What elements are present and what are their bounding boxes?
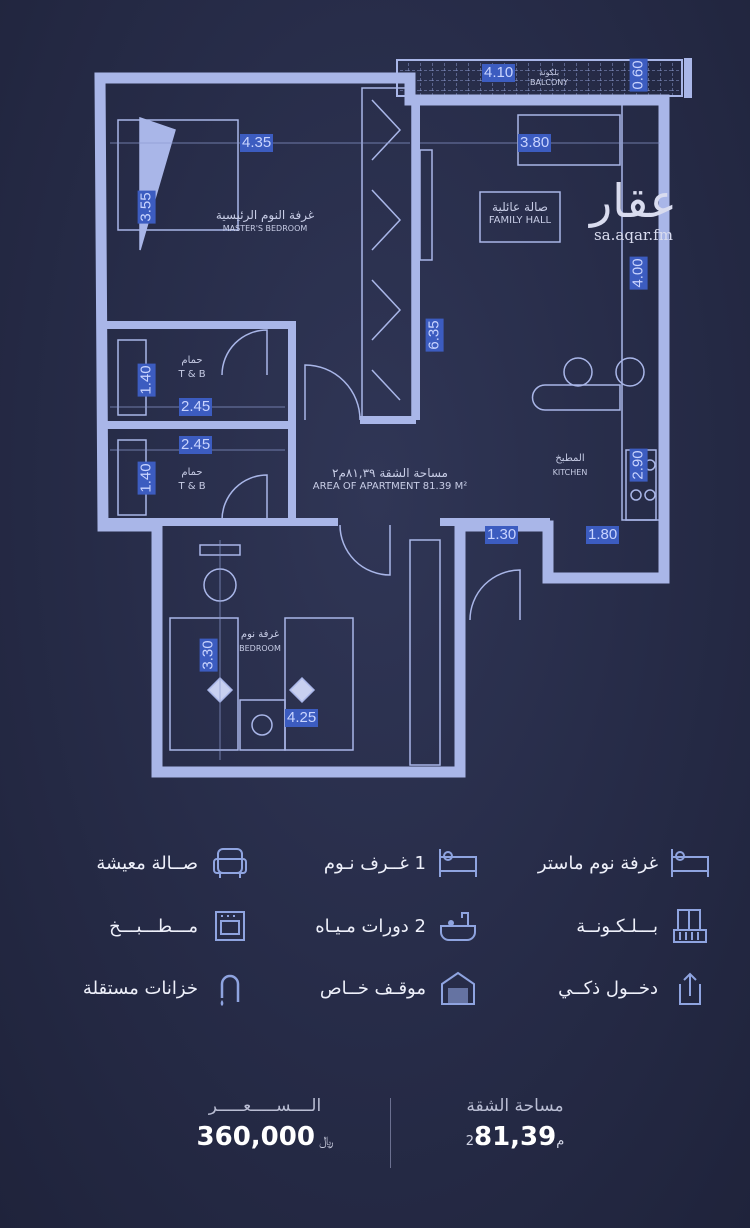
feature-label: 2 دورات مـيـاه	[315, 915, 426, 937]
room-label-ar: مساحة الشقة ٨١,٣٩م٢	[332, 466, 448, 480]
feature-label: صــالة معيشة	[96, 852, 198, 874]
room-label-en: KITCHEN	[552, 468, 588, 477]
price-label: الــــســـــعـــــر	[208, 1096, 322, 1116]
dimension-label: 6.35	[425, 318, 444, 352]
feature-label: موقـف خــاص	[319, 977, 426, 999]
feature-item: صــالة معيشة	[40, 845, 250, 881]
divider	[390, 1098, 391, 1168]
feature-label: غرفة نوم ماستر	[537, 852, 658, 874]
room-label-ar: المطبخ	[555, 453, 585, 464]
dimension-label: 2.45	[179, 398, 213, 416]
dimension-label: 1.30	[485, 526, 519, 544]
feature-label: دخــول ذكــي	[558, 977, 658, 999]
room-label-ar: غرفة النوم الرئيسية	[215, 208, 315, 222]
logo-domain: sa.aqar.fm	[593, 226, 673, 244]
room-label-en: T & B	[178, 481, 206, 492]
room-label-master-bedroom: غرفة النوم الرئيسية MASTER'S BEDROOM	[205, 208, 325, 236]
dimension-label: 3.30	[199, 638, 218, 672]
logo-arabic: عقار	[590, 174, 677, 228]
area-summary: مساحة الشقة م281,39	[405, 1096, 625, 1152]
bed-icon	[671, 849, 709, 877]
room-label-ar: بلكونة	[539, 68, 560, 77]
garage-icon	[441, 971, 475, 1005]
area-unit: م2	[465, 1134, 565, 1149]
smart-entry-icon	[679, 972, 701, 1005]
dimension-label: 3.55	[137, 190, 156, 224]
oven-icon	[215, 911, 245, 941]
room-label-bathroom-2: حمام T & B	[172, 466, 212, 494]
feature-label: مـــطـــبـــخ	[109, 915, 198, 937]
feature-item: موقـف خــاص	[268, 970, 478, 1006]
room-label-en: BEDROOM	[239, 644, 281, 653]
dimension-label: 4.35	[240, 134, 274, 152]
bathtub-icon	[440, 912, 476, 941]
room-label-en: MASTER'S BEDROOM	[222, 224, 308, 233]
feature-label: 1 غــرف نـوم	[323, 852, 426, 874]
aqar-logo: عقار sa.aqar.fm	[590, 176, 677, 244]
room-label-bathroom-1: حمام T & B	[172, 354, 212, 382]
room-label-en: T & B	[178, 369, 206, 380]
area-value: 81,39	[473, 1122, 557, 1152]
dimension-label: 1.40	[137, 363, 156, 397]
feature-label: بـــلـكـونــة	[576, 915, 658, 937]
balcony-icon	[673, 909, 707, 943]
feature-item: خزانات مستقلة	[40, 970, 250, 1006]
feature-item: 1 غــرف نـوم	[268, 845, 478, 881]
armchair-icon	[213, 848, 247, 878]
price-value: 360,000	[196, 1122, 315, 1152]
room-label-en: AREA OF APARTMENT 81.39 M²	[312, 481, 468, 492]
interior-wall	[103, 95, 550, 526]
dimension-label: 2.45	[179, 436, 213, 454]
room-label-ar: صالة عائلية	[492, 200, 548, 214]
room-label-en: FAMILY HALL	[488, 215, 552, 226]
feature-item: مـــطـــبـــخ	[40, 908, 250, 944]
dimension-label: 4.00	[629, 256, 648, 290]
water-tap-icon	[220, 974, 240, 1006]
room-label-ar: حمام	[181, 467, 203, 478]
feature-item: 2 دورات مـيـاه	[268, 908, 478, 944]
room-label-en: BALCONY	[530, 78, 569, 87]
dimension-label: 4.10	[482, 64, 516, 82]
area-label: مساحة الشقة	[466, 1096, 564, 1116]
room-label-ar: غرفة نوم	[240, 629, 280, 640]
bed-icon	[439, 849, 477, 877]
room-label-kitchen: المطبخ KITCHEN	[545, 452, 595, 480]
dimension-label: 1.40	[137, 461, 156, 495]
riyal-symbol: ﷼	[314, 1134, 334, 1149]
balcony-wall	[684, 58, 692, 98]
room-label-ar: حمام	[181, 355, 203, 366]
room-label-bedroom: غرفة نوم BEDROOM	[230, 628, 290, 656]
feature-item: دخــول ذكــي	[500, 970, 710, 1006]
price-summary: الــــســـــعـــــر 360,000 ﷼	[155, 1096, 375, 1152]
floor-plan	[94, 58, 692, 778]
feature-label: خزانات مستقلة	[82, 977, 198, 999]
dimension-label: 0.60	[629, 58, 648, 92]
dimension-label: 3.80	[518, 134, 552, 152]
feature-item: بـــلـكـونــة	[500, 908, 710, 944]
feature-item: غرفة نوم ماستر	[500, 845, 710, 881]
dimension-label: 2.90	[629, 448, 648, 482]
dimension-label: 4.25	[285, 709, 319, 727]
dimension-label: 1.80	[586, 526, 620, 544]
